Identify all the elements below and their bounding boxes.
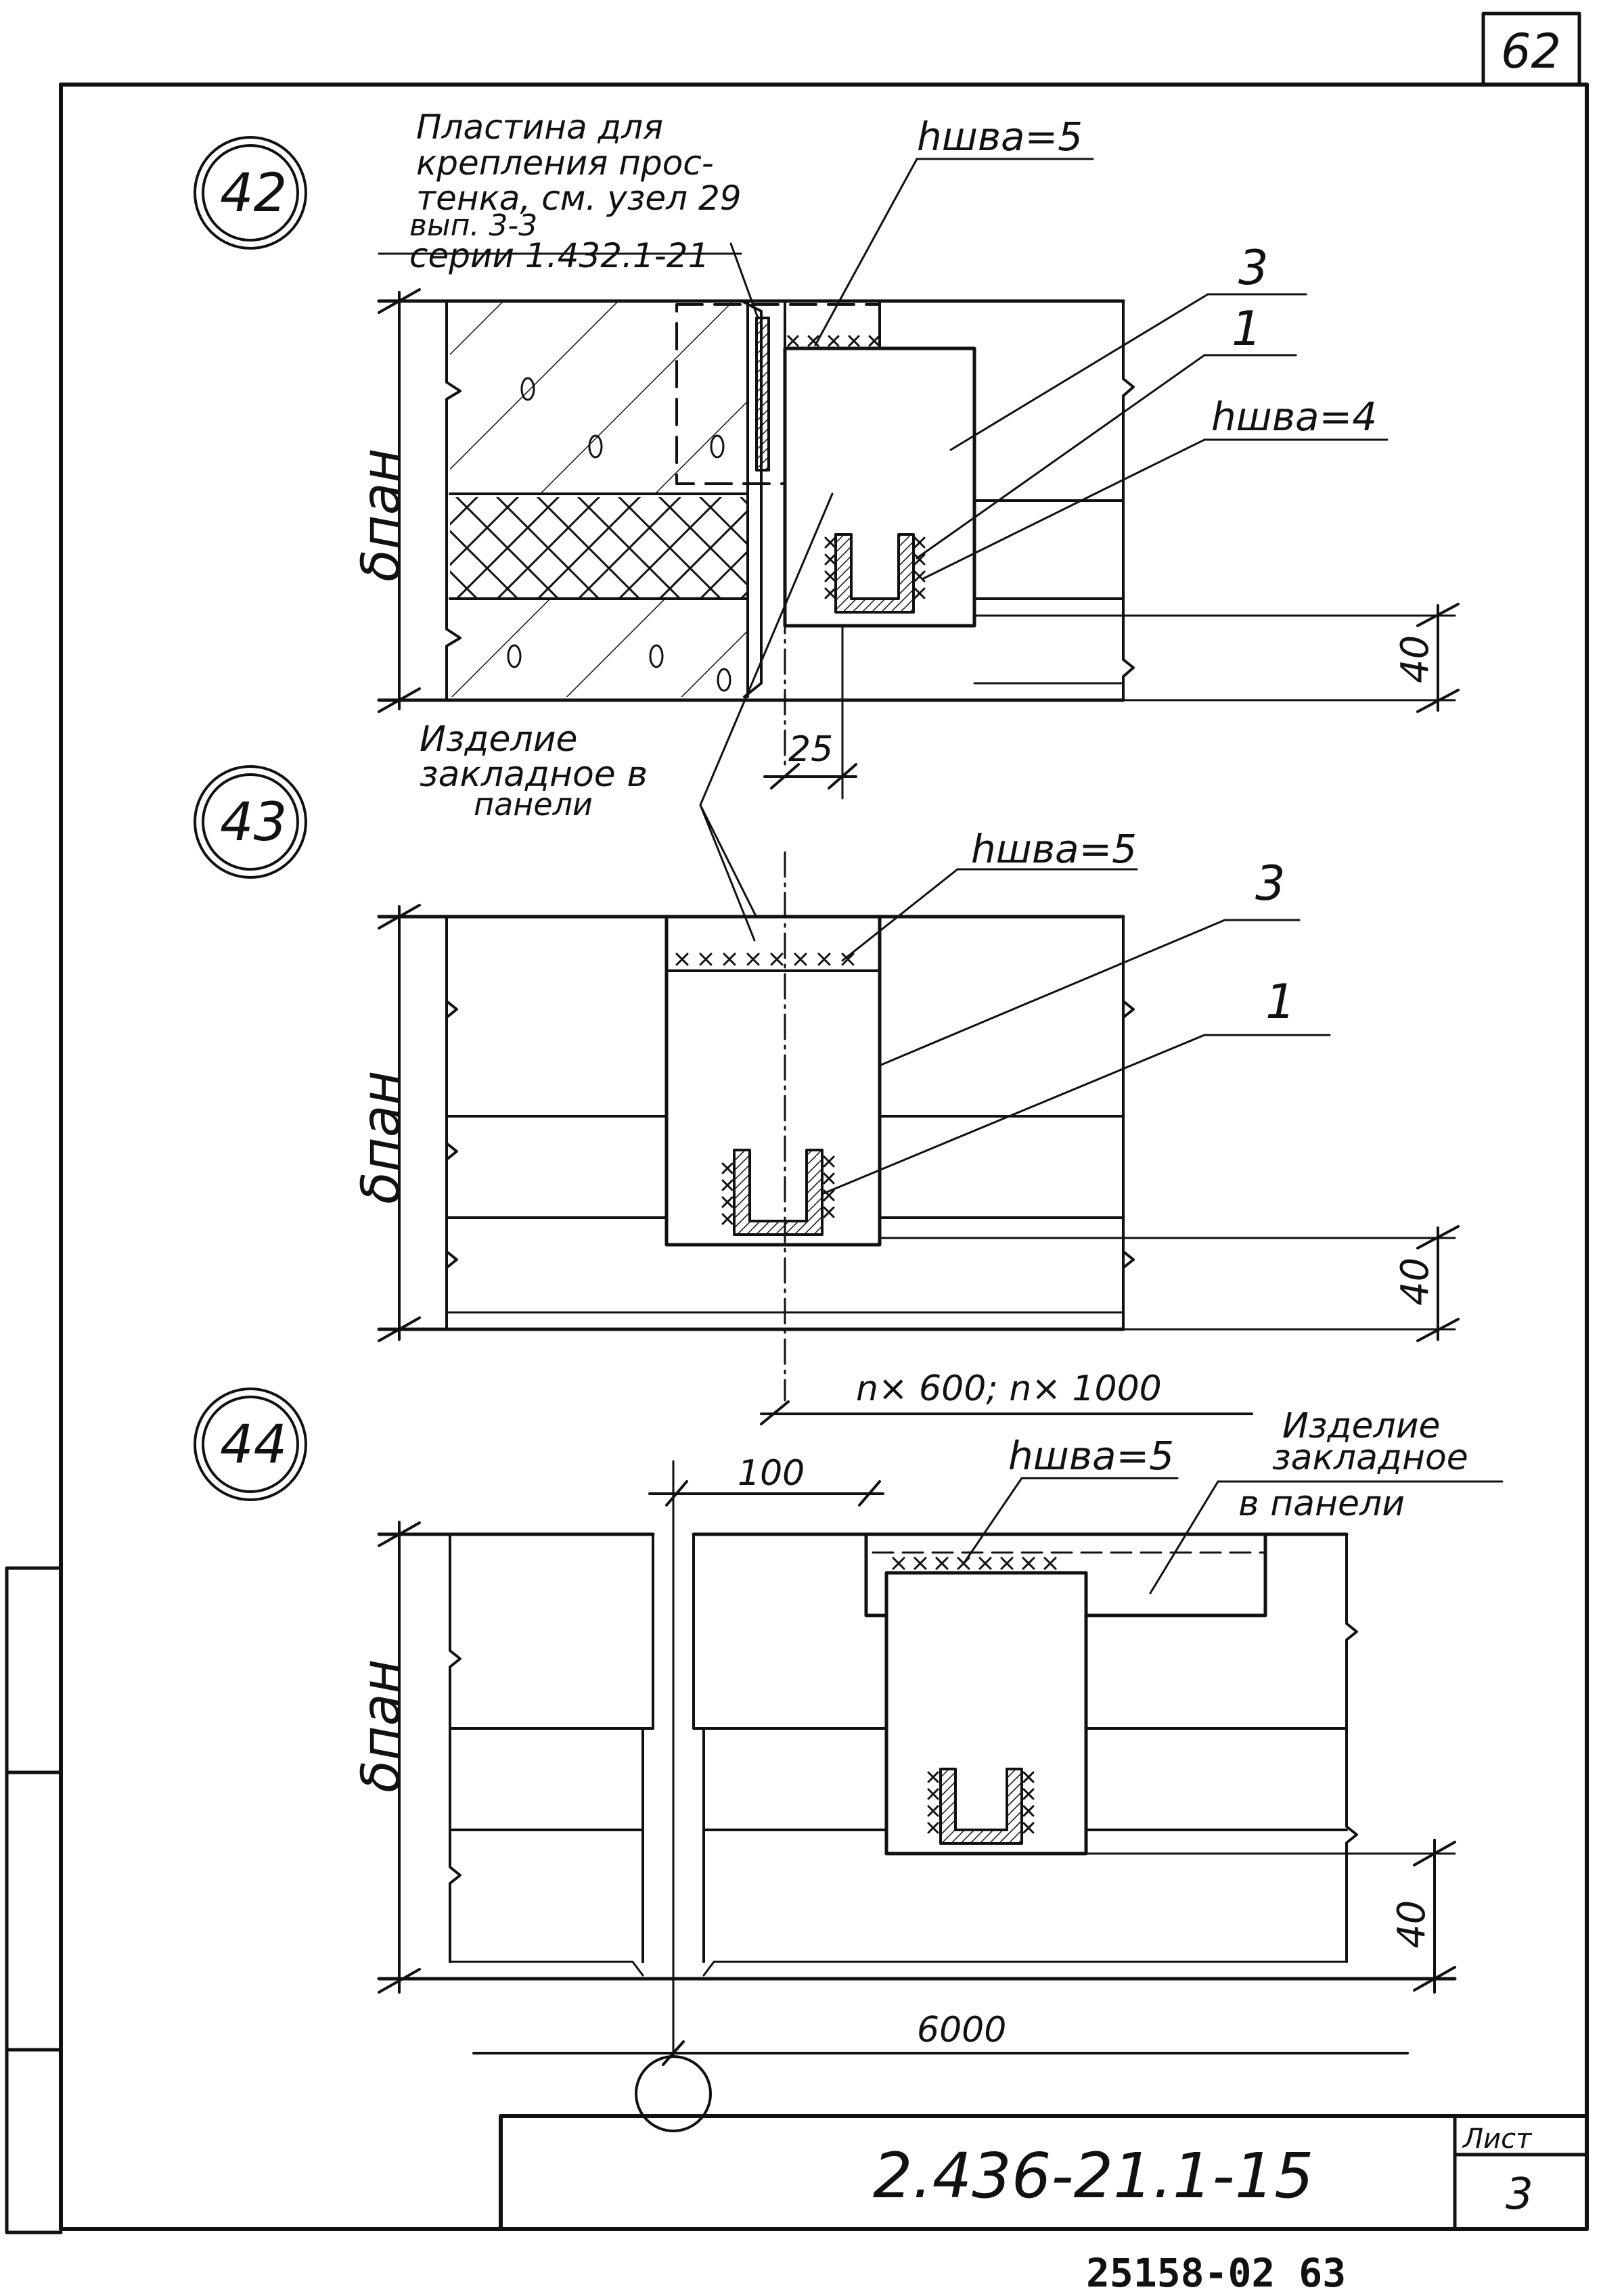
node-42-note-line-4: вып. 3-3	[409, 208, 537, 243]
node-44-dim-40: 40	[1390, 1900, 1434, 1948]
node-42-note-line-2: крепления прос-	[416, 143, 714, 183]
node-42-note-line-5: серии 1.432.1-21	[409, 236, 709, 275]
node-42-dim-25: 25	[788, 729, 833, 770]
node-42-pos-1: 1	[1232, 301, 1262, 357]
node-43-weld-top: hшва=5	[971, 826, 1137, 872]
node-42	[194, 136, 1460, 948]
node-43-dim-40: 40	[1393, 1258, 1437, 1306]
node-44-dim-100: 100	[738, 1453, 805, 1494]
node-44-weld-top: hшва=5	[1008, 1433, 1174, 1479]
node-42-note-line-3: тенка, см. узел 29	[416, 179, 742, 218]
node-44-embedded-line-3: в панели	[1238, 1484, 1405, 1524]
node-44	[194, 1387, 1504, 2132]
node-43-dim-spacing: n× 600; n× 1000	[856, 1369, 1162, 1409]
node-44-panel-label: δпан	[351, 1659, 412, 1793]
node-43-pos-3: 3	[1255, 856, 1286, 911]
node-43-pos-1: 1	[1265, 974, 1296, 1030]
node-44-embedded-line-2: закладное	[1272, 1438, 1468, 1478]
node-44-embedded-line-1: Изделие	[1282, 1406, 1441, 1446]
node-43	[194, 765, 1460, 1425]
node-42-dim-40: 40	[1393, 635, 1437, 683]
node-42-weld-side: hшва=4	[1211, 394, 1377, 440]
archive-number: 25158-02 63	[1086, 2250, 1346, 2296]
node-44-id: 44	[220, 1415, 287, 1475]
node-44-dim-6000: 6000	[917, 2010, 1006, 2050]
sheet-designation: 2.436-21.1-15	[873, 2140, 1314, 2212]
node-42-id: 42	[220, 163, 287, 224]
sheet-frame	[5, 12, 1589, 2234]
page-number: 62	[1501, 24, 1561, 79]
node-43-embedded-line-1: Изделие	[420, 719, 578, 760]
node-42-weld-top: hшва=5	[917, 114, 1083, 160]
node-43-embedded-line-3: панели	[474, 786, 593, 823]
list-label: Лист	[1462, 2123, 1533, 2155]
node-43-id: 43	[220, 792, 287, 853]
node-43-panel-label: δпан	[351, 1070, 412, 1204]
node-42-note-line-1: Пластина для	[416, 108, 663, 147]
node-42-pos-3: 3	[1238, 240, 1269, 296]
node-43-embedded-line-2: закладное в	[420, 754, 648, 795]
list-number: 3	[1506, 2169, 1533, 2220]
node-42-panel-label: δпан	[351, 448, 412, 582]
